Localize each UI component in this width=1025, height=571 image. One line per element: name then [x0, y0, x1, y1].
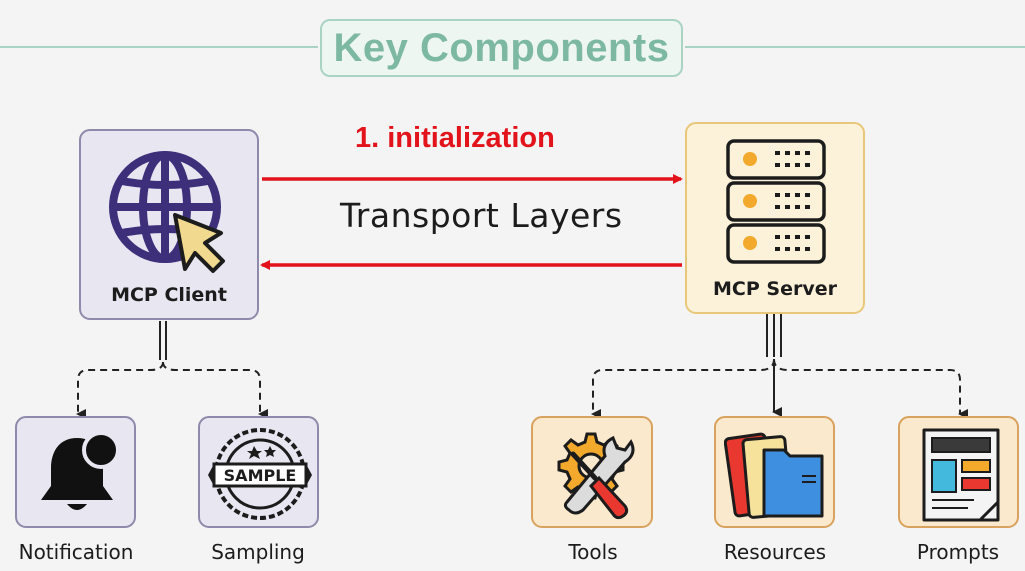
bell-icon [41, 431, 120, 510]
svg-text:SAMPLE: SAMPLE [224, 466, 297, 485]
tools-box [531, 416, 653, 528]
prompts-label: Prompts [916, 540, 1000, 564]
notification-label: Notification [18, 540, 134, 564]
tools-icon [557, 432, 635, 520]
sample-stamp-icon: SAMPLE [208, 428, 312, 520]
client-branch [76, 321, 268, 419]
page-title: Key Components [320, 19, 683, 77]
mcp-server-label: MCP Server [713, 278, 837, 300]
prompts-box [898, 416, 1019, 528]
initialization-label: 1. initialization [355, 122, 555, 154]
notification-box [15, 416, 136, 528]
globe-cursor-icon [109, 151, 225, 273]
folders-icon [724, 432, 824, 519]
sampling-box: SAMPLE [198, 416, 319, 528]
sampling-label: Sampling [211, 540, 305, 564]
mcp-client-box: MCP Client [79, 129, 259, 320]
server-branch [591, 314, 968, 419]
transport-layers-label: Transport Layers [340, 196, 623, 235]
mcp-client-label: MCP Client [111, 284, 227, 306]
mcp-server-box: MCP Server [685, 122, 865, 314]
server-rack-icon [726, 139, 826, 264]
tools-label: Tools [568, 540, 618, 564]
resources-box [714, 416, 835, 528]
document-icon [922, 428, 1000, 522]
resources-label: Resources [723, 540, 827, 564]
